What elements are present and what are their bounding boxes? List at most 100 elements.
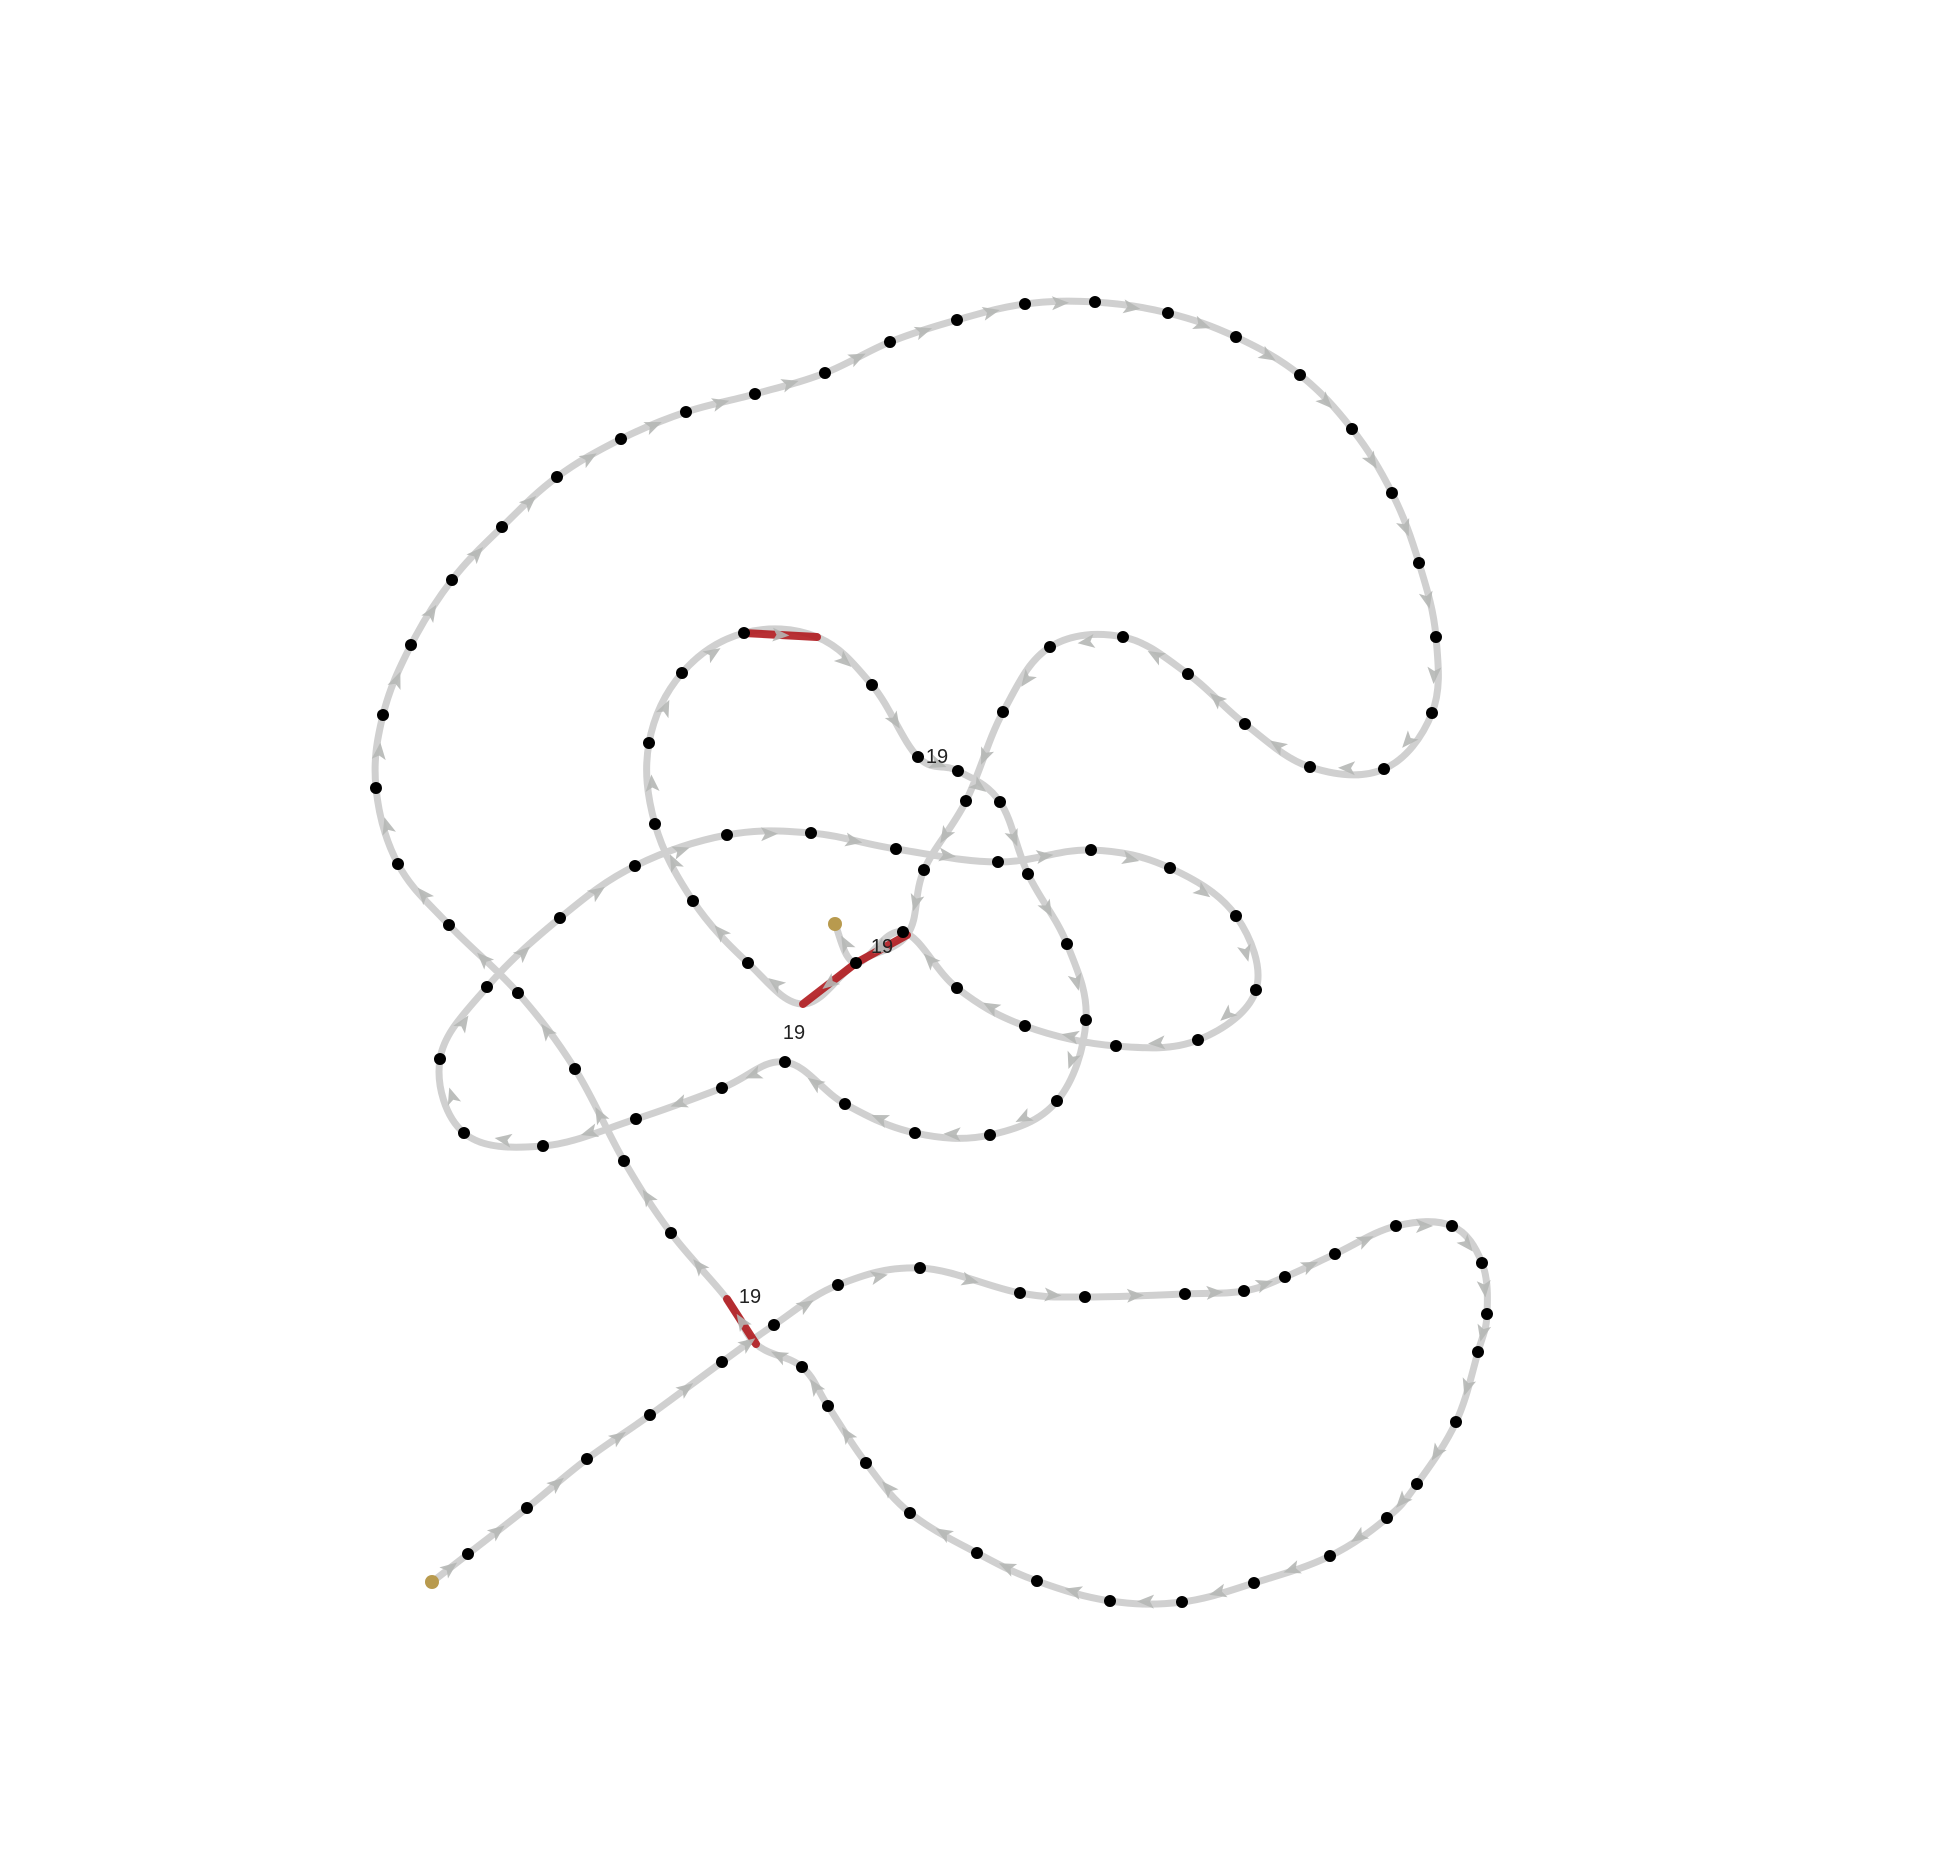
arrow-layer: [371, 296, 1492, 1609]
graph-node: [554, 912, 566, 924]
direction-arrow: [417, 887, 435, 906]
direction-arrow: [772, 627, 790, 642]
direction-arrow: [421, 604, 437, 623]
graph-node: [960, 795, 972, 807]
direction-arrow: [1355, 1236, 1374, 1250]
direction-arrow: [578, 453, 597, 469]
graph-node: [1279, 1271, 1291, 1283]
highlight-label-2: 19: [871, 936, 893, 958]
direction-arrow: [1121, 850, 1140, 865]
direction-arrow: [702, 648, 721, 664]
graph-node: [1346, 423, 1358, 435]
direction-arrow: [1351, 1526, 1370, 1542]
direction-arrow: [1416, 1219, 1433, 1233]
direction-arrow: [1067, 1050, 1081, 1069]
graph-node: [581, 1453, 593, 1465]
graph-node: [1386, 487, 1398, 499]
node-layer: [370, 296, 1493, 1608]
direction-arrow: [671, 846, 690, 860]
direction-arrow: [736, 1313, 752, 1333]
direction-arrow: [1064, 1586, 1084, 1600]
direction-arrow: [745, 1065, 764, 1079]
direction-arrow: [810, 1379, 826, 1398]
direction-arrow: [1015, 1108, 1034, 1123]
end-node: [828, 917, 842, 931]
graph-node: [716, 1356, 728, 1368]
direction-arrow: [1051, 296, 1069, 311]
direction-arrow: [1456, 1233, 1473, 1252]
direction-arrow: [1037, 898, 1052, 917]
direction-arrow: [833, 650, 852, 667]
direction-arrow: [1396, 518, 1410, 537]
graph-node: [405, 639, 417, 651]
graph-node: [971, 1547, 983, 1559]
direction-arrow: [642, 1189, 658, 1208]
direction-arrow: [643, 422, 662, 436]
graph-node: [742, 957, 754, 969]
direction-arrow: [710, 398, 730, 412]
graph-node: [551, 471, 563, 483]
graph-node: [918, 864, 930, 876]
direction-arrow: [714, 925, 732, 943]
direction-arrow: [439, 1562, 458, 1579]
graph-node: [1061, 938, 1073, 950]
graph-node: [951, 314, 963, 326]
graph-node: [1329, 1248, 1341, 1260]
direction-arrow: [1477, 1323, 1492, 1342]
direction-arrow: [1137, 1594, 1155, 1609]
graph-node: [377, 709, 389, 721]
graph-node: [1162, 307, 1174, 319]
direction-arrow: [807, 1077, 826, 1094]
graph-node: [1117, 631, 1129, 643]
graph-node: [615, 433, 627, 445]
graph-node: [850, 957, 862, 969]
direction-arrow: [998, 1563, 1018, 1577]
graph-node: [897, 926, 909, 938]
graph-node: [458, 1127, 470, 1139]
graph-node: [997, 706, 1009, 718]
graph-node: [537, 1140, 549, 1152]
graph-node: [984, 1129, 996, 1141]
direction-arrow: [943, 1127, 961, 1142]
graph-node: [1019, 1020, 1031, 1032]
direction-arrow: [981, 307, 1000, 321]
direction-arrow: [1361, 450, 1377, 469]
direction-arrow: [1209, 1583, 1228, 1598]
graph-node: [446, 574, 458, 586]
direction-arrow: [1427, 666, 1442, 684]
direction-arrow: [371, 742, 386, 761]
highlight-label-4: 19: [739, 1286, 761, 1308]
graph-node: [914, 1262, 926, 1274]
direction-arrow: [512, 946, 531, 964]
graph-node: [839, 1098, 851, 1110]
direction-arrow: [494, 1133, 513, 1148]
direction-arrow: [960, 1271, 979, 1286]
graph-node: [866, 679, 878, 691]
graph-node: [860, 1457, 872, 1469]
graph-node: [1044, 641, 1056, 653]
graph-node: [521, 1502, 533, 1514]
graph-node: [822, 1400, 834, 1412]
graph-node: [912, 751, 924, 763]
direction-arrow: [1402, 730, 1419, 748]
direction-arrow: [447, 1087, 462, 1106]
direction-arrow: [780, 379, 799, 393]
start-node: [425, 1575, 439, 1589]
highlight-label-3: 19: [783, 1022, 805, 1044]
graph-node: [952, 765, 964, 777]
graph-node: [890, 843, 902, 855]
graph-node: [370, 782, 382, 794]
graph-node: [1411, 1478, 1423, 1490]
direction-arrow: [842, 1427, 858, 1446]
graph-node: [904, 1507, 916, 1519]
graph-node: [1085, 844, 1097, 856]
highlight-label-1: 19: [926, 746, 948, 768]
graph-node: [716, 1082, 728, 1094]
graph-node: [392, 858, 404, 870]
graph-node: [1089, 296, 1101, 308]
graph-node: [1079, 1291, 1091, 1303]
graph-node: [1014, 1287, 1026, 1299]
direction-arrow: [871, 1115, 891, 1129]
direction-arrow: [869, 1271, 888, 1285]
